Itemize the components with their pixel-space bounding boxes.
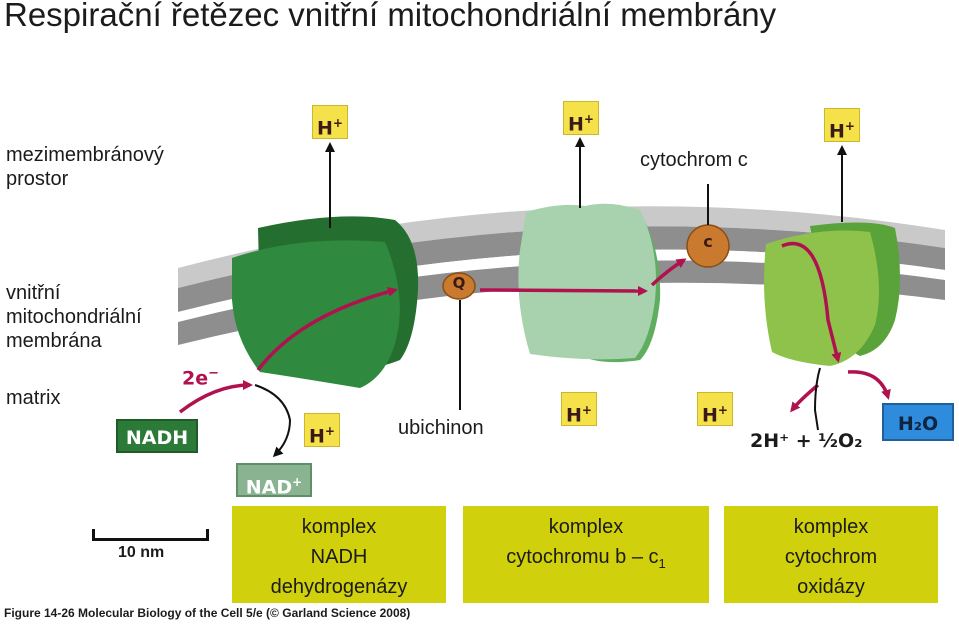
scale-bar — [92, 529, 209, 541]
ubiquinone-shape — [442, 272, 476, 300]
complex-nadh-dehydrogenase-shape — [232, 216, 419, 388]
complex-oxidase-box: komplex cytochrom oxidázy — [724, 506, 938, 603]
h-plus-box: H+ — [312, 105, 348, 139]
h-plus-box: H+ — [563, 101, 599, 135]
figure-caption: Figure 14-26 Molecular Biology of the Ce… — [4, 606, 411, 620]
h-plus-box: H+ — [697, 392, 733, 426]
intermembrane-label: mezimembránový prostor — [6, 144, 164, 190]
electron-path — [178, 241, 891, 414]
page-title: Respirační řetězec vnitřní mitochondriál… — [4, 0, 777, 33]
h-plus-box: H+ — [824, 108, 860, 142]
h-plus-box: H+ — [304, 413, 340, 447]
complex-bc1-box: komplex cytochromu b – c1 — [463, 506, 709, 603]
inner-membrane-label: vnitřní mitochondriální membrána — [6, 282, 142, 352]
oxygen-reaction: 2H⁺ + ½O₂ — [750, 430, 863, 452]
ubiquinone-label: ubichinon — [398, 417, 484, 439]
scale-bar-label: 10 nm — [118, 544, 165, 561]
c-label: c — [703, 232, 713, 251]
complex-nadh-dehydrogenase-box: komplex NADH dehydrogenázy — [232, 506, 446, 603]
water-tag: H₂O — [882, 403, 954, 441]
electron-label: 2e− — [182, 366, 220, 390]
nadh-tag: NADH — [116, 419, 198, 453]
cytochrome-c-label: cytochrom c — [640, 149, 748, 171]
q-label: Q — [452, 274, 466, 292]
complex-oxidase-shape — [764, 222, 900, 366]
h-plus-box: H+ — [561, 392, 597, 426]
complex-bc1-shape — [518, 203, 661, 363]
proton-pumping-lines — [254, 137, 847, 458]
nad-plus-tag: NAD+ — [236, 463, 312, 498]
matrix-label: matrix — [6, 387, 61, 409]
